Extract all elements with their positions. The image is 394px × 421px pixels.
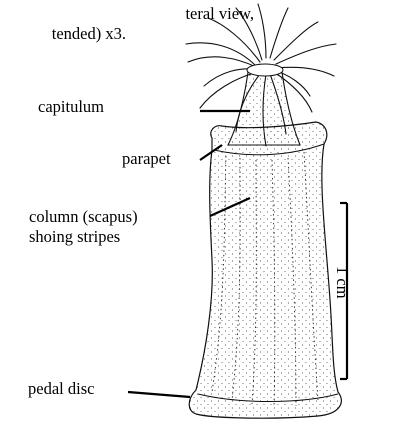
scale-bar-label: 1 cm [333,266,351,299]
label-pedal-disc: pedal disc [28,380,94,398]
label-column-line-2: shoing stripes [29,228,120,246]
oral-disc [247,64,283,76]
label-capitulum: capitulum [38,98,104,116]
column-body [189,122,341,418]
label-column-line-1: column (scapus) [29,208,138,226]
caption-line-1: teral view, [185,5,254,23]
label-parapet: parapet [122,150,171,168]
caption-line-2: tended) x3. [52,25,126,43]
